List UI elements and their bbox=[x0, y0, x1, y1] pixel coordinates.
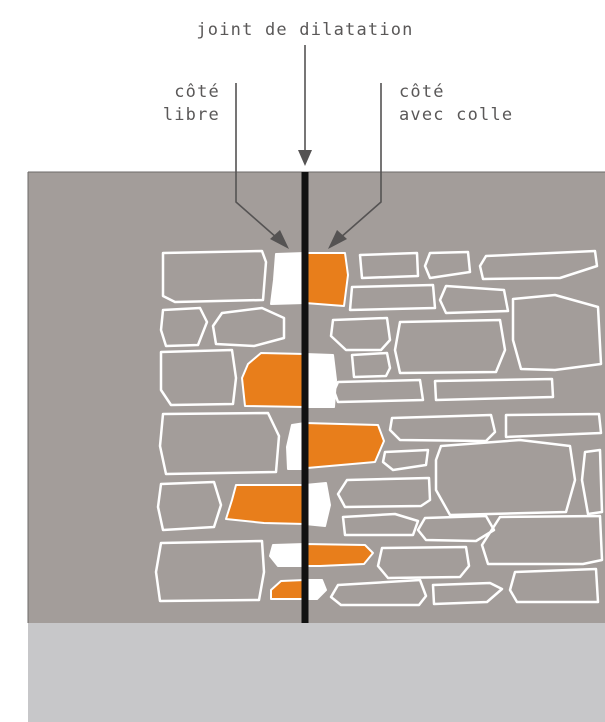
free-side-arrow-head bbox=[270, 230, 289, 249]
glued-side-label-line1: côté bbox=[399, 82, 445, 102]
stone-free-side bbox=[304, 353, 337, 408]
stone bbox=[423, 250, 472, 280]
stone bbox=[416, 514, 496, 543]
stone bbox=[580, 448, 604, 516]
free-side-label-line2: libre bbox=[163, 105, 220, 125]
stone bbox=[159, 306, 209, 348]
free-side-arrow bbox=[235, 83, 289, 249]
stone bbox=[508, 567, 600, 604]
stone bbox=[159, 348, 238, 407]
stone bbox=[388, 413, 497, 443]
stone bbox=[381, 448, 430, 472]
glued-side-label-line2: avec colle bbox=[399, 105, 513, 125]
joint-label: joint de dilatation bbox=[196, 20, 413, 40]
stone bbox=[393, 318, 507, 375]
stone-glued-side bbox=[241, 352, 306, 408]
stone bbox=[433, 377, 555, 402]
stone bbox=[511, 293, 603, 372]
stone-glued-side bbox=[270, 579, 306, 600]
stone bbox=[341, 512, 420, 537]
stone bbox=[348, 283, 437, 312]
stone-glued-side bbox=[304, 252, 349, 307]
joint-crossing-stones bbox=[225, 252, 385, 600]
stone bbox=[431, 581, 504, 606]
stone bbox=[438, 284, 510, 315]
stone bbox=[504, 412, 603, 439]
free-side-label-line1: côté bbox=[174, 82, 220, 102]
stone bbox=[329, 578, 428, 607]
stone-glued-side bbox=[225, 484, 306, 525]
stone bbox=[154, 539, 266, 603]
stone-glued-side bbox=[304, 543, 374, 567]
joint-arrow-head bbox=[298, 150, 312, 166]
stone bbox=[211, 306, 286, 348]
stone bbox=[376, 545, 471, 580]
stone bbox=[156, 480, 223, 532]
stone bbox=[358, 251, 420, 280]
stone bbox=[478, 249, 599, 281]
glued-side-arrow bbox=[328, 83, 382, 249]
stone bbox=[350, 351, 392, 379]
glued-side-arrow-shaft bbox=[339, 83, 382, 239]
stone bbox=[434, 438, 577, 517]
ground-strip bbox=[28, 623, 605, 722]
stone bbox=[161, 249, 268, 304]
joint-arrow bbox=[298, 45, 312, 166]
stone bbox=[480, 514, 604, 566]
stone-free-side bbox=[269, 543, 306, 567]
stone-glued-side bbox=[304, 422, 385, 470]
stone-free-side bbox=[270, 252, 306, 305]
free-side-arrow-shaft bbox=[235, 83, 278, 239]
stone-free-side bbox=[304, 482, 331, 527]
stone bbox=[329, 316, 392, 352]
stone bbox=[158, 411, 281, 476]
stones-left-side bbox=[154, 249, 286, 603]
stone bbox=[336, 476, 432, 509]
glued-side-arrow-head bbox=[328, 230, 347, 249]
